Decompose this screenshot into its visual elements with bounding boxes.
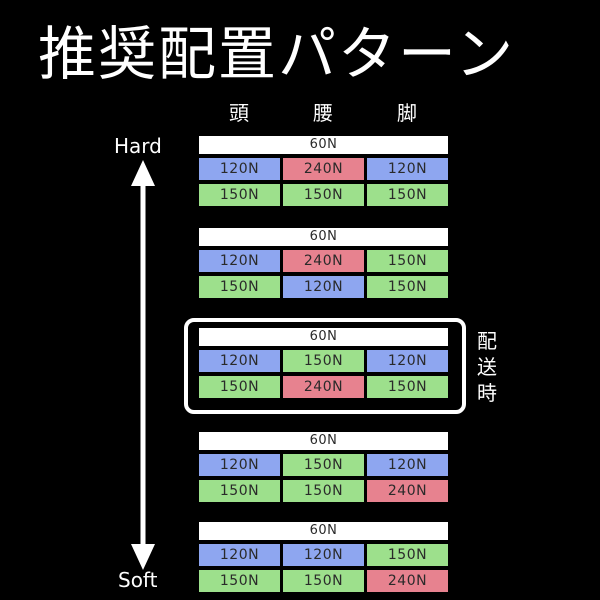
pattern-top-cell: 60N: [199, 432, 448, 450]
pattern-top-cell: 60N: [199, 522, 448, 540]
pattern-cell: 150N: [199, 376, 280, 398]
pattern-cell: 150N: [367, 184, 448, 206]
axis-label-hard: Hard: [114, 134, 162, 158]
pattern-cell: 150N: [199, 480, 280, 502]
axis-label-soft: Soft: [118, 568, 158, 592]
pattern-cell: 120N: [199, 250, 280, 272]
pattern-cell: 240N: [283, 250, 364, 272]
highlight-label-char-1: 配: [477, 329, 497, 353]
pattern-cell: 240N: [283, 158, 364, 180]
pattern-cell: 150N: [283, 480, 364, 502]
header-head: 頭: [229, 101, 249, 125]
pattern-cell: 120N: [283, 544, 364, 566]
pattern-top-cell: 60N: [199, 328, 448, 346]
column-headers: 頭 腰 脚: [199, 98, 448, 128]
pattern-cell: 120N: [367, 158, 448, 180]
highlight-label-char-2: 送: [477, 355, 497, 379]
pattern-cell: 120N: [283, 276, 364, 298]
pattern-cell: 150N: [283, 454, 364, 476]
double-arrow-icon: [131, 160, 155, 570]
pattern-cell: 120N: [367, 350, 448, 372]
pattern-cell: 150N: [367, 544, 448, 566]
pattern-cell: 150N: [367, 276, 448, 298]
pattern-cell: 240N: [283, 376, 364, 398]
highlight-box: [184, 318, 466, 414]
pattern-cell: 150N: [283, 570, 364, 592]
pattern-cell: 150N: [199, 570, 280, 592]
pattern-cell: 120N: [199, 544, 280, 566]
page-title: 推奨配置パターン: [38, 20, 516, 88]
pattern-cell: 150N: [199, 276, 280, 298]
pattern-cell: 120N: [199, 350, 280, 372]
highlight-label-char-3: 時: [477, 381, 497, 405]
pattern-cell: 150N: [283, 350, 364, 372]
pattern-cell: 240N: [367, 480, 448, 502]
pattern-cell: 150N: [283, 184, 364, 206]
pattern-cell: 120N: [199, 158, 280, 180]
pattern-cell: 120N: [367, 454, 448, 476]
pattern-cell: 150N: [367, 376, 448, 398]
pattern-cell: 150N: [199, 184, 280, 206]
header-waist: 腰: [313, 101, 333, 125]
header-legs: 脚: [397, 101, 417, 125]
pattern-cell: 240N: [367, 570, 448, 592]
pattern-cell: 150N: [367, 250, 448, 272]
pattern-top-cell: 60N: [199, 228, 448, 246]
highlight-label: 配 送 時: [474, 328, 500, 406]
pattern-cell: 120N: [199, 454, 280, 476]
pattern-top-cell: 60N: [199, 136, 448, 154]
